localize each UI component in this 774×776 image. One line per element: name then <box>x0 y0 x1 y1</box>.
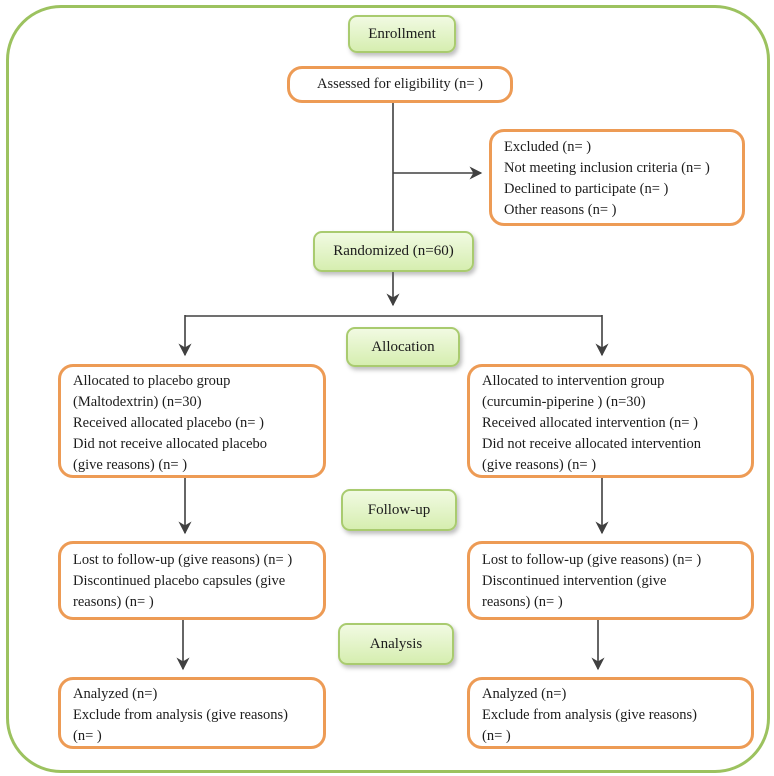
stage-allocation: Allocation <box>346 327 460 367</box>
node-analysis-placebo: Analyzed (n=) Exclude from analysis (giv… <box>58 677 326 749</box>
node-followup-placebo: Lost to follow-up (give reasons) (n= ) D… <box>58 541 326 620</box>
node-allocated-placebo: Allocated to placebo group (Maltodextrin… <box>58 364 326 478</box>
node-assessed-eligibility: Assessed for eligibility (n= ) <box>287 66 513 103</box>
stage-analysis: Analysis <box>338 623 454 665</box>
node-followup-intervention: Lost to follow-up (give reasons) (n= ) D… <box>467 541 754 620</box>
stage-enrollment: Enrollment <box>348 15 456 53</box>
node-excluded: Excluded (n= ) Not meeting inclusion cri… <box>489 129 745 226</box>
node-allocated-intervention: Allocated to intervention group (curcumi… <box>467 364 754 478</box>
stage-randomized: Randomized (n=60) <box>313 231 474 272</box>
node-analysis-intervention: Analyzed (n=) Exclude from analysis (giv… <box>467 677 754 749</box>
stage-followup: Follow-up <box>341 489 457 531</box>
